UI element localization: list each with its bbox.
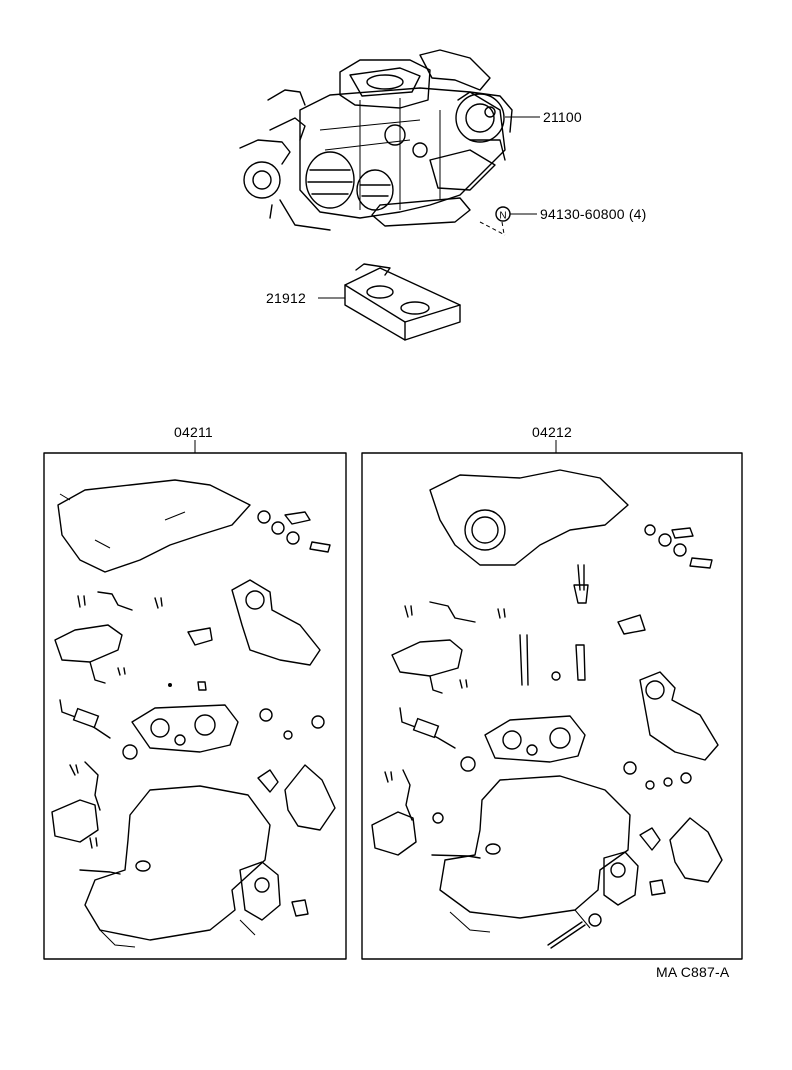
- diagram-code: MA C887-A: [656, 964, 730, 980]
- part-number-21912: 21912: [266, 290, 306, 306]
- gasket-kit-box-left: [43, 440, 347, 960]
- insulator-drawing: [318, 263, 461, 341]
- gasket-kit-right-parts: [371, 469, 723, 949]
- part-number-04211: 04211: [174, 424, 213, 440]
- part-number-21100: 21100: [543, 109, 582, 125]
- svg-text:N: N: [499, 211, 506, 222]
- part-number-94130-60800: 94130-60800 (4): [540, 206, 647, 222]
- gasket-kit-box-right: [361, 440, 743, 960]
- part-number-04212: 04212: [532, 424, 572, 440]
- gasket-kit-left-parts: [51, 479, 336, 948]
- carburetor-assembly-drawing: [239, 49, 513, 231]
- nut-symbol: N: [479, 206, 537, 236]
